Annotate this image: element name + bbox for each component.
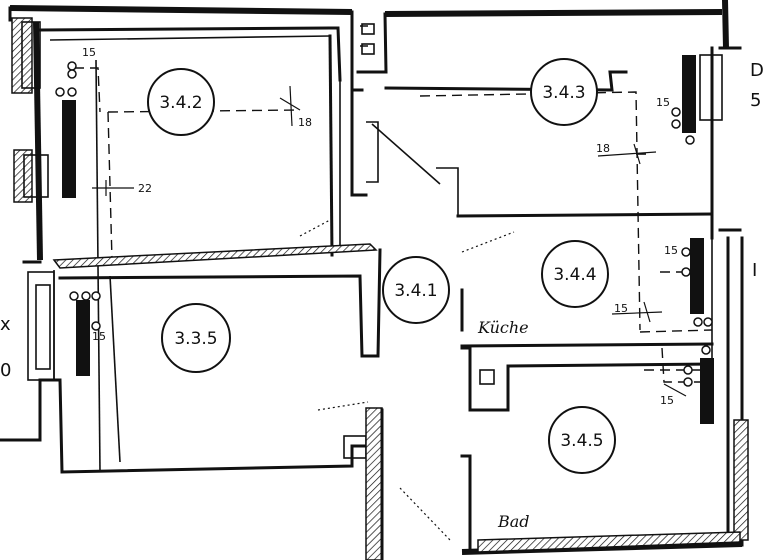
room-3-3-5-marker: 3.3.5 xyxy=(161,303,231,373)
window-left-low xyxy=(27,271,55,381)
radiator-3-4-5 xyxy=(683,345,714,424)
window-left-mid xyxy=(13,149,49,203)
kitchen-label: Küche xyxy=(477,318,529,337)
pipe-size-label: 15 xyxy=(614,302,628,315)
room-3-4-3-walls xyxy=(350,10,714,331)
room-3-4-2-marker: 3.4.2 xyxy=(147,68,215,136)
room-number: 3.4.2 xyxy=(159,93,202,113)
window-right-low xyxy=(733,419,749,541)
pipe-size-label: 15 xyxy=(664,244,678,257)
window-right-top xyxy=(699,54,723,121)
pipe-size-label: 15 xyxy=(92,330,106,343)
bath-label: Bad xyxy=(497,512,530,531)
room-3-4-4-marker: 3.4.4 xyxy=(541,240,609,308)
room-number: 3.4.5 xyxy=(560,431,603,451)
pipe-size-label: 18 xyxy=(596,142,610,155)
room-3-3-5-walls xyxy=(38,243,384,560)
pipe-size-label: 15 xyxy=(656,96,670,109)
room-number: 3.4.3 xyxy=(542,83,585,103)
edge-mark: D xyxy=(750,60,764,81)
pipe-size-label: 18 xyxy=(298,116,312,129)
radiator-3-4-4 xyxy=(681,238,713,327)
room-3-4-3-marker: 3.4.3 xyxy=(530,58,598,126)
radiator-3-3-5 xyxy=(69,291,101,376)
pipe-size-label: 15 xyxy=(660,394,674,407)
pipe-size-label: 15 xyxy=(82,46,96,59)
radiator-3-4-2 xyxy=(55,61,77,198)
edge-mark: I xyxy=(752,260,757,281)
edge-mark: 0 xyxy=(0,360,11,381)
pipe-size-label: 22 xyxy=(138,182,152,195)
room-number: 3.3.5 xyxy=(174,329,217,349)
room-3-4-1-marker: 3.4.1 xyxy=(382,256,450,324)
hallway-3-4-1-walls xyxy=(299,123,714,554)
room-number: 3.4.1 xyxy=(394,281,437,301)
room-3-4-5-walls xyxy=(477,347,741,553)
window-left-top xyxy=(11,17,41,94)
room-number: 3.4.4 xyxy=(553,265,596,285)
edge-mark: 5 xyxy=(750,90,761,111)
radiator-3-4-3 xyxy=(671,55,696,145)
edge-mark: x xyxy=(0,314,11,335)
room-3-4-5-marker: 3.4.5 xyxy=(548,406,616,474)
